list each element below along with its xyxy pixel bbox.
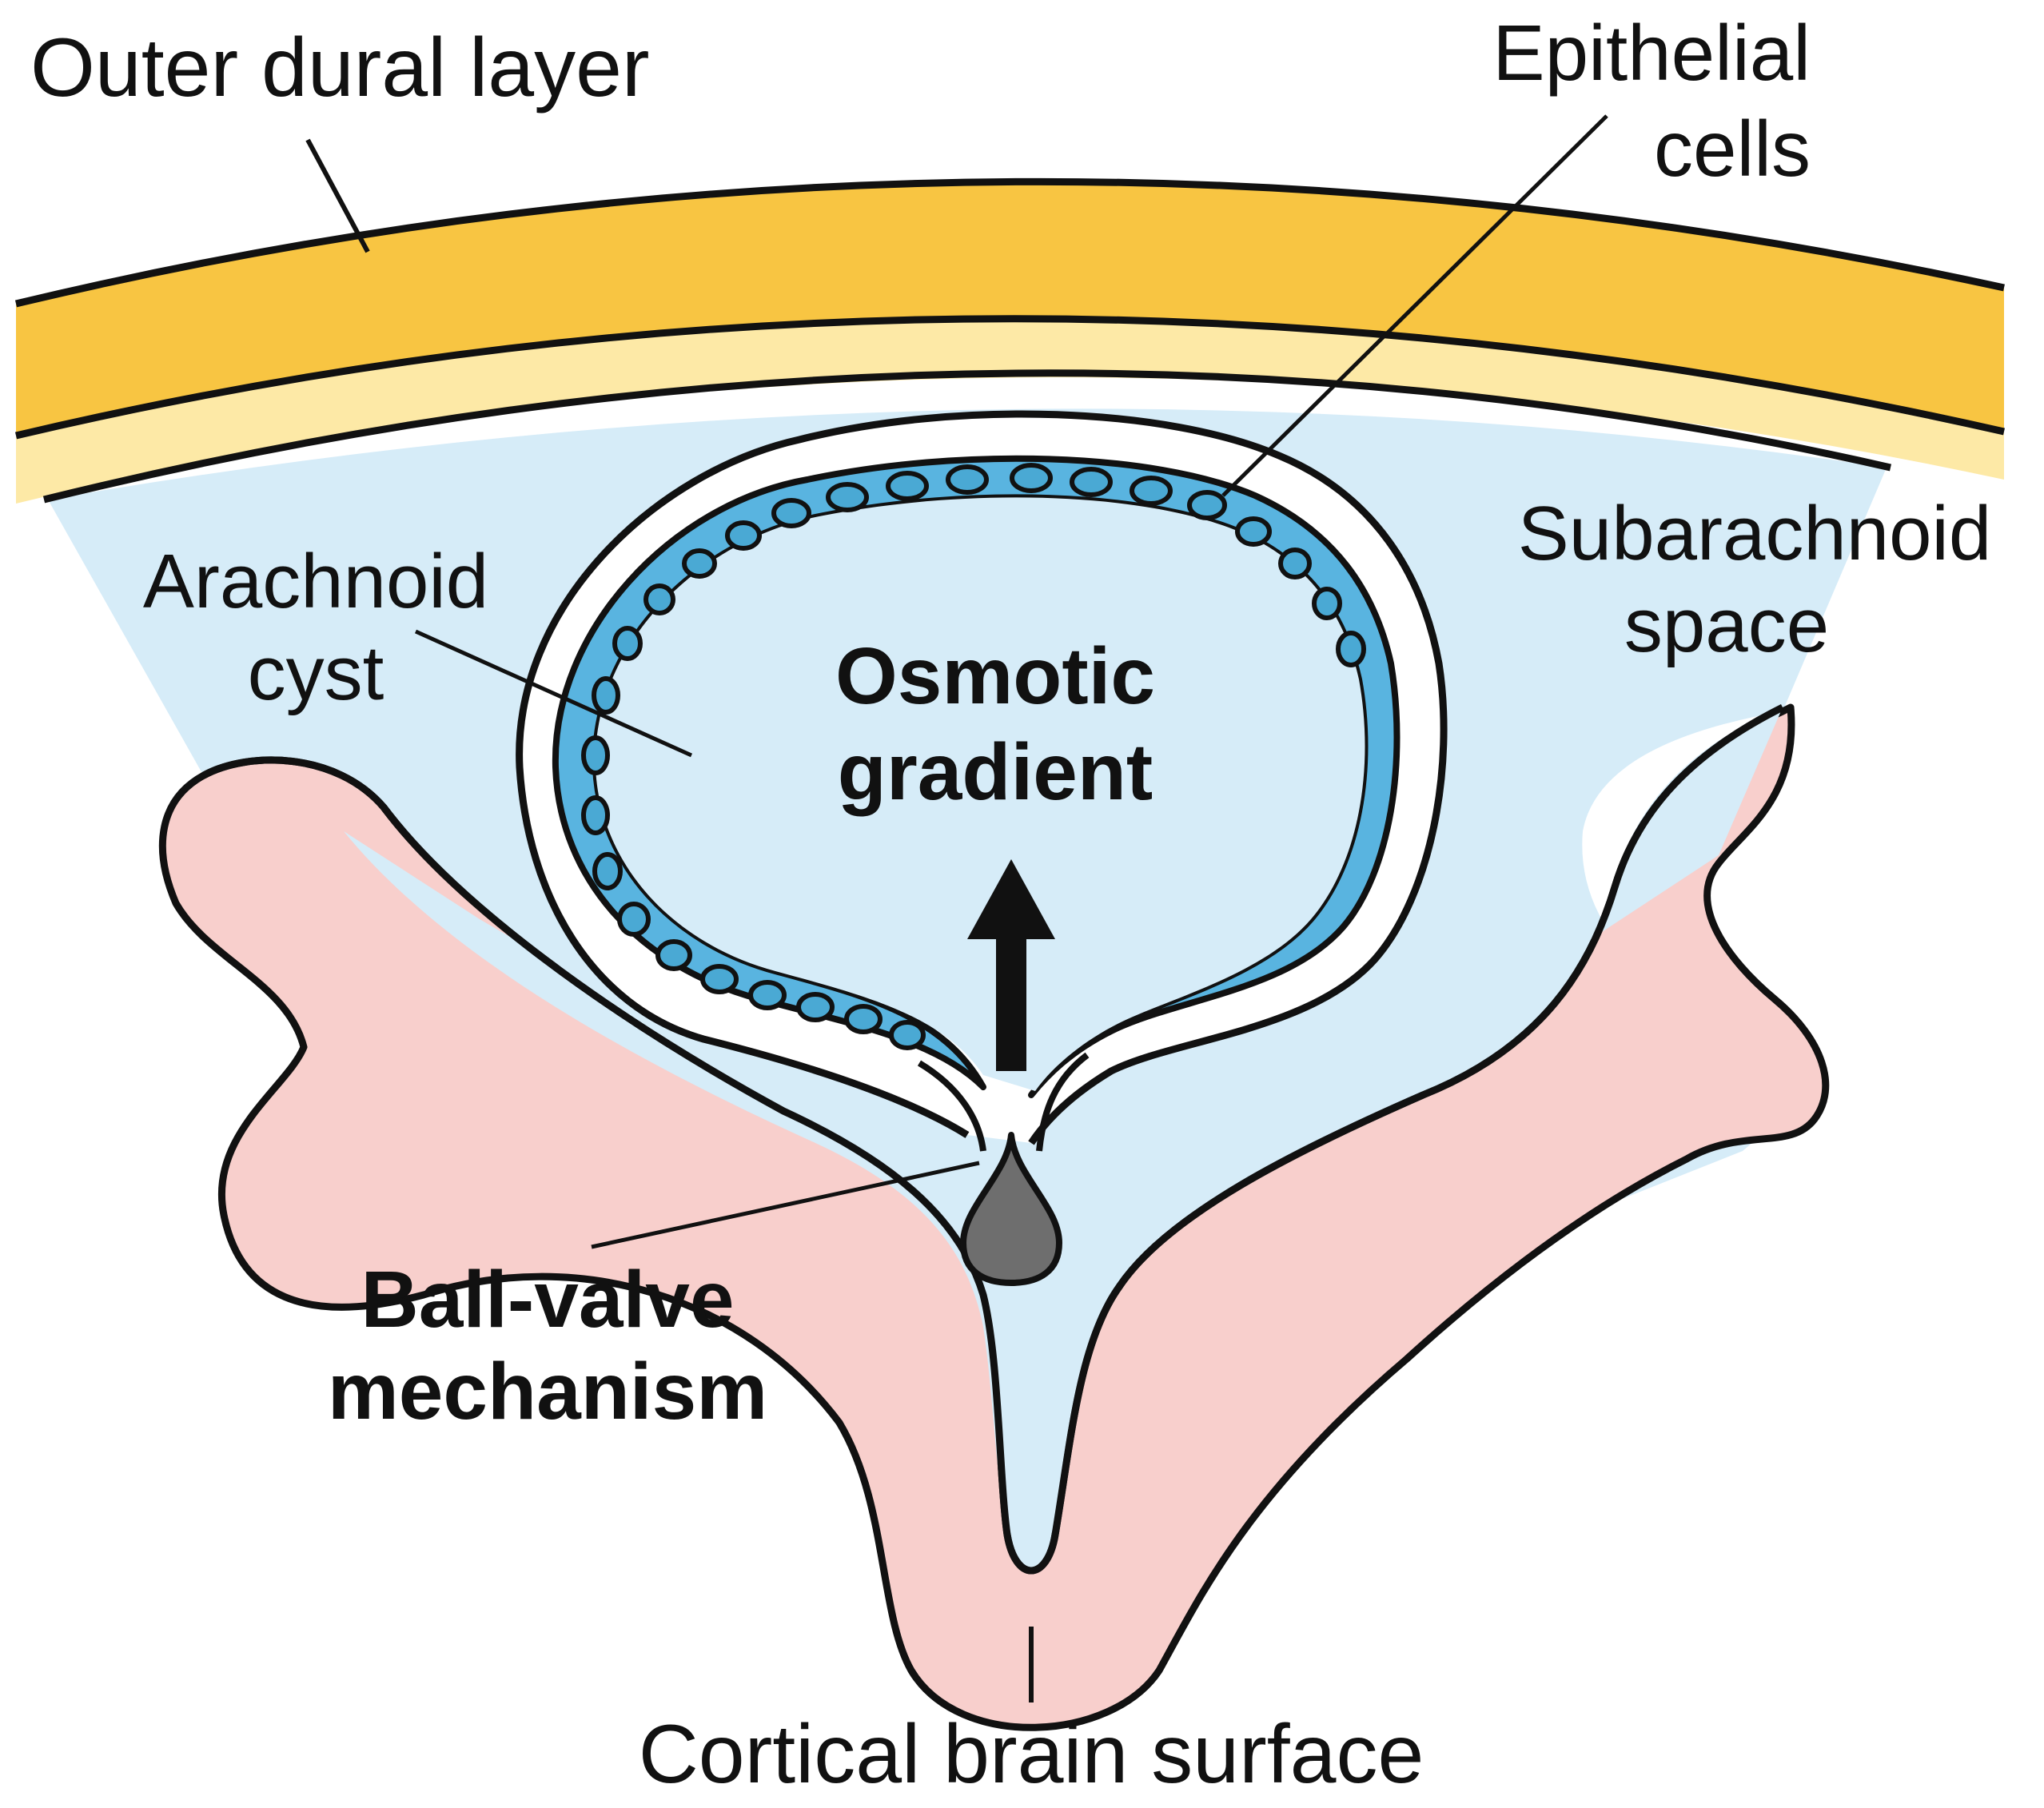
arrow-up-icon (967, 859, 1055, 1071)
dura-outline-top (14, 177, 2005, 308)
inner-dural-band (16, 318, 2004, 504)
epithelial-cell (581, 795, 610, 835)
arachnoid-cyst-label-line2: cyst (248, 631, 384, 716)
epithelial-cell (889, 1020, 926, 1050)
valve-lip-right (1036, 1052, 1090, 1152)
epithelial-cell (771, 498, 811, 528)
cortical-brain-surface-label: Cortical brain surface (639, 1708, 1424, 1801)
cortex-inner-outline (201, 703, 1785, 1575)
epithelial-cell (581, 735, 610, 775)
ball-valve-label-line2: mechanism (328, 1347, 767, 1436)
epithelial-cell (725, 520, 762, 551)
epithelial-cells-label-line1: Epithelial (1492, 9, 1811, 97)
teardrop-valve-icon (960, 1132, 1062, 1286)
leader-arachnoid-cyst (414, 629, 693, 758)
epithelial-cell (612, 626, 643, 661)
arrow-head (967, 859, 1055, 939)
leader-outer-dural-layer (305, 138, 370, 253)
epithelial-cell (643, 583, 675, 615)
epithelial-cell (1010, 463, 1053, 493)
osmotic-gradient-label-line1: Osmotic (835, 631, 1155, 721)
epithelial-cell (844, 1004, 883, 1034)
subarachnoid-space-label-line1: Subarachnoid (1518, 491, 1991, 576)
epithelial-cell (655, 939, 692, 971)
epithelial-cell (796, 992, 835, 1022)
outer-dural-layer (16, 181, 2004, 436)
epithelial-cell (946, 464, 989, 495)
arachnoid-membrane-outline (42, 369, 1892, 504)
epithelial-cell (886, 471, 929, 501)
epithelial-cells-label-line2: cells (1654, 105, 1811, 193)
epithelial-cell (1235, 516, 1272, 547)
leader-epithelial-cells (1221, 114, 1608, 497)
sulcus-csf (344, 707, 1783, 1551)
valve-lip-left (917, 1060, 986, 1152)
dura-outline-middle (14, 315, 2005, 440)
epithelial-cell-row (581, 463, 1366, 1050)
epithelial-cell (617, 902, 651, 937)
epithelial-cell (592, 676, 620, 715)
epithelial-cell (1278, 548, 1312, 579)
arachnoid-cyst-label-line1: Arachnoid (143, 539, 488, 624)
epithelial-cell (682, 548, 717, 579)
epithelial-cell (748, 980, 787, 1010)
epithelial-cell (700, 964, 739, 994)
cyst-lumen (595, 497, 1365, 1091)
subarachnoid-space-label-line2: space (1624, 583, 1829, 668)
epithelial-cell (1336, 631, 1366, 667)
ball-valve-label-line1: Ball-valve (361, 1255, 735, 1344)
epithelial-cell (1187, 490, 1227, 520)
epithelial-cell (1070, 467, 1113, 497)
leader-ball-valve (591, 1161, 980, 1249)
osmotic-gradient-label-line2: gradient (838, 727, 1153, 817)
epithelial-cell (592, 852, 623, 890)
epithelial-cell (1130, 476, 1173, 506)
epithelial-cell (1312, 587, 1342, 620)
outer-dural-layer-label: Outer dural layer (30, 22, 650, 114)
epithelial-cell (826, 482, 869, 512)
